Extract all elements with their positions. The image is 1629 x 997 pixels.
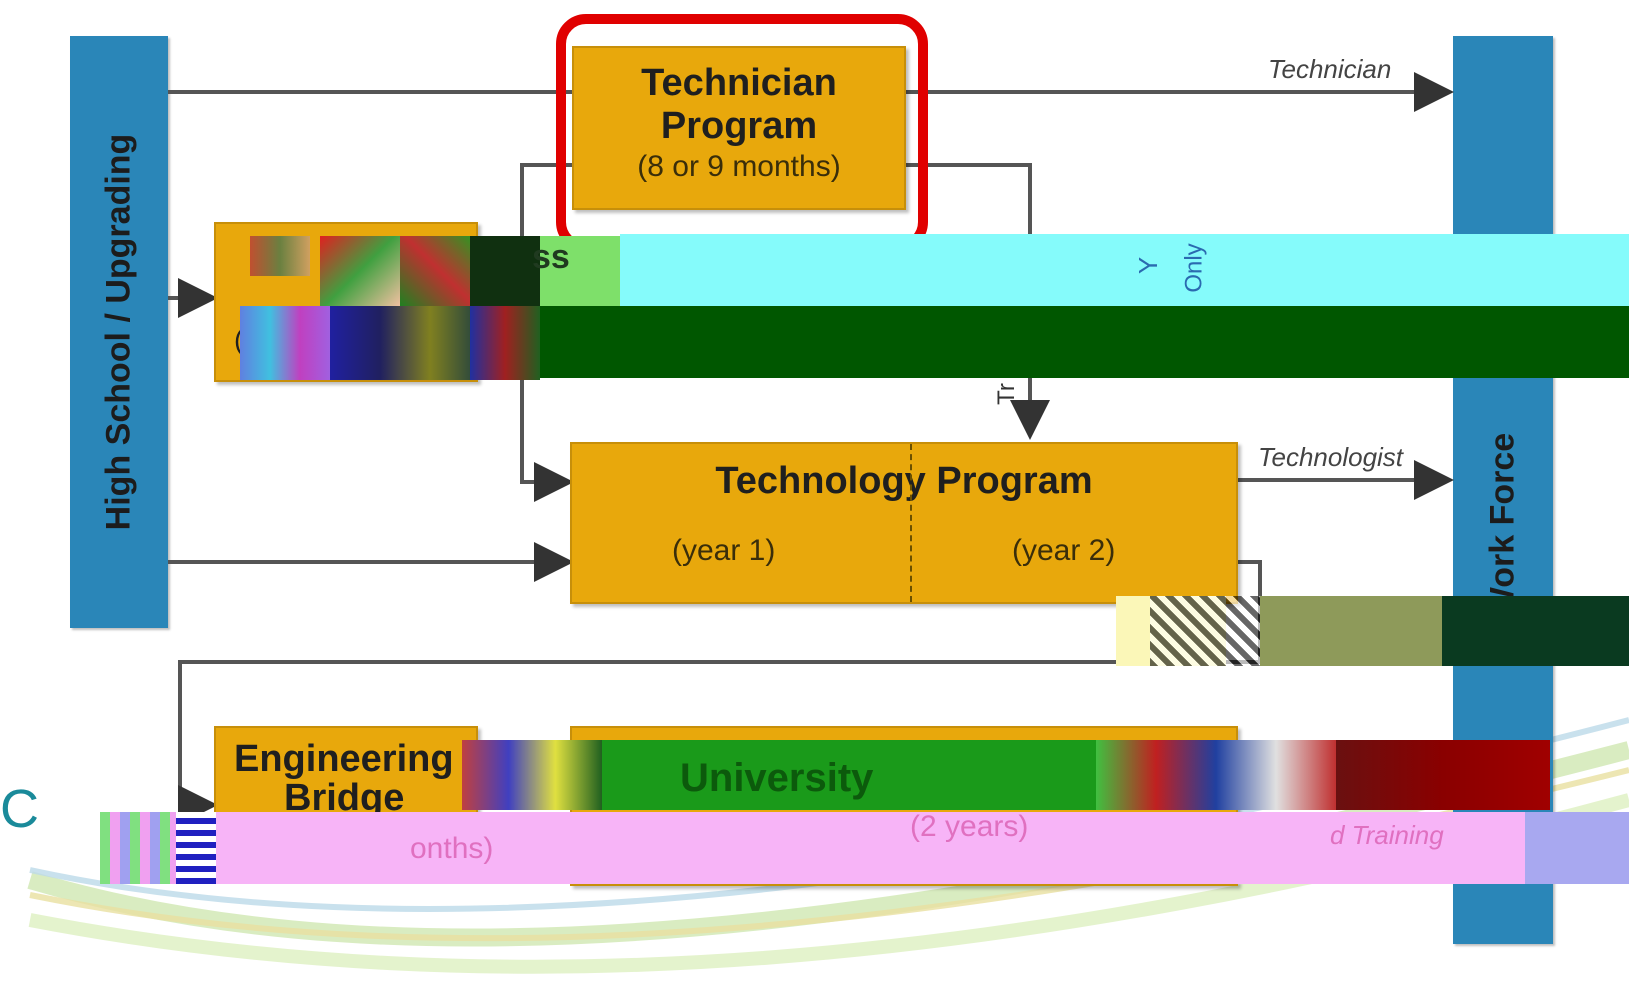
glitch-block-2 [320, 236, 400, 306]
flow-label-technologist: Technologist [1258, 442, 1404, 472]
glitch-block-6 [240, 306, 330, 380]
flow-label-vertical-y: Y [1133, 256, 1164, 275]
glitch-dark-green-band [540, 306, 1629, 378]
technician-title-line1: Technician [641, 62, 837, 104]
access-fragment-text: ss [532, 238, 570, 276]
glitch-darkgreen-band-2 [1442, 596, 1629, 666]
glitch-block-1 [250, 236, 310, 276]
glitch-block-5 [540, 236, 620, 306]
high-school-bar: High School / Upgrading [70, 36, 168, 628]
technology-year1: (year 1) [672, 534, 776, 567]
glitch-multicolor-block [462, 740, 602, 810]
technology-program-box: Technology Program (year 1) (year 2) [570, 442, 1238, 604]
glitch-checker-block [1150, 596, 1260, 666]
engineering-title-line1: Engineering [234, 738, 454, 780]
technology-title: Technology Program [715, 460, 1093, 502]
glitch-pink-band [100, 812, 1525, 884]
glitch-block-3 [400, 236, 480, 306]
glitch-block-7 [330, 306, 480, 380]
glitch-mixed-block [1096, 740, 1336, 810]
engineering-duration: onths) [410, 832, 494, 865]
technician-title-line2: Program [660, 105, 818, 147]
glitch-red-band [1336, 740, 1550, 810]
access-fragment-paren: ( [234, 324, 244, 355]
glitch-lavender-end [1525, 812, 1629, 884]
glitch-block-4 [470, 236, 540, 306]
year-divider [910, 444, 912, 602]
highlight-outline [556, 14, 928, 252]
corner-glyph: C [0, 779, 39, 839]
flow-label-vertical-only: Only [1180, 243, 1208, 293]
glitch-blue-stripes [176, 812, 216, 884]
glitch-green-band [600, 740, 1100, 810]
flow-label-vertical-tr: Tr [992, 383, 1020, 405]
glitch-block-8 [470, 306, 540, 380]
technology-year2: (year 2) [1012, 534, 1116, 567]
flow-label-training: d Training [1330, 820, 1444, 850]
university-duration: (2 years) [910, 810, 1029, 843]
flow-label-technician: Technician [1268, 54, 1392, 84]
engineering-bridge-box: Engineering Bridge [214, 726, 478, 819]
glitch-olive-band [1260, 596, 1450, 666]
glitch-cyan-band [620, 234, 1629, 306]
technician-duration: (8 or 9 months) [637, 150, 841, 183]
technician-program-box: Technician Program (8 or 9 months) [572, 46, 906, 210]
university-title: University [680, 756, 874, 800]
